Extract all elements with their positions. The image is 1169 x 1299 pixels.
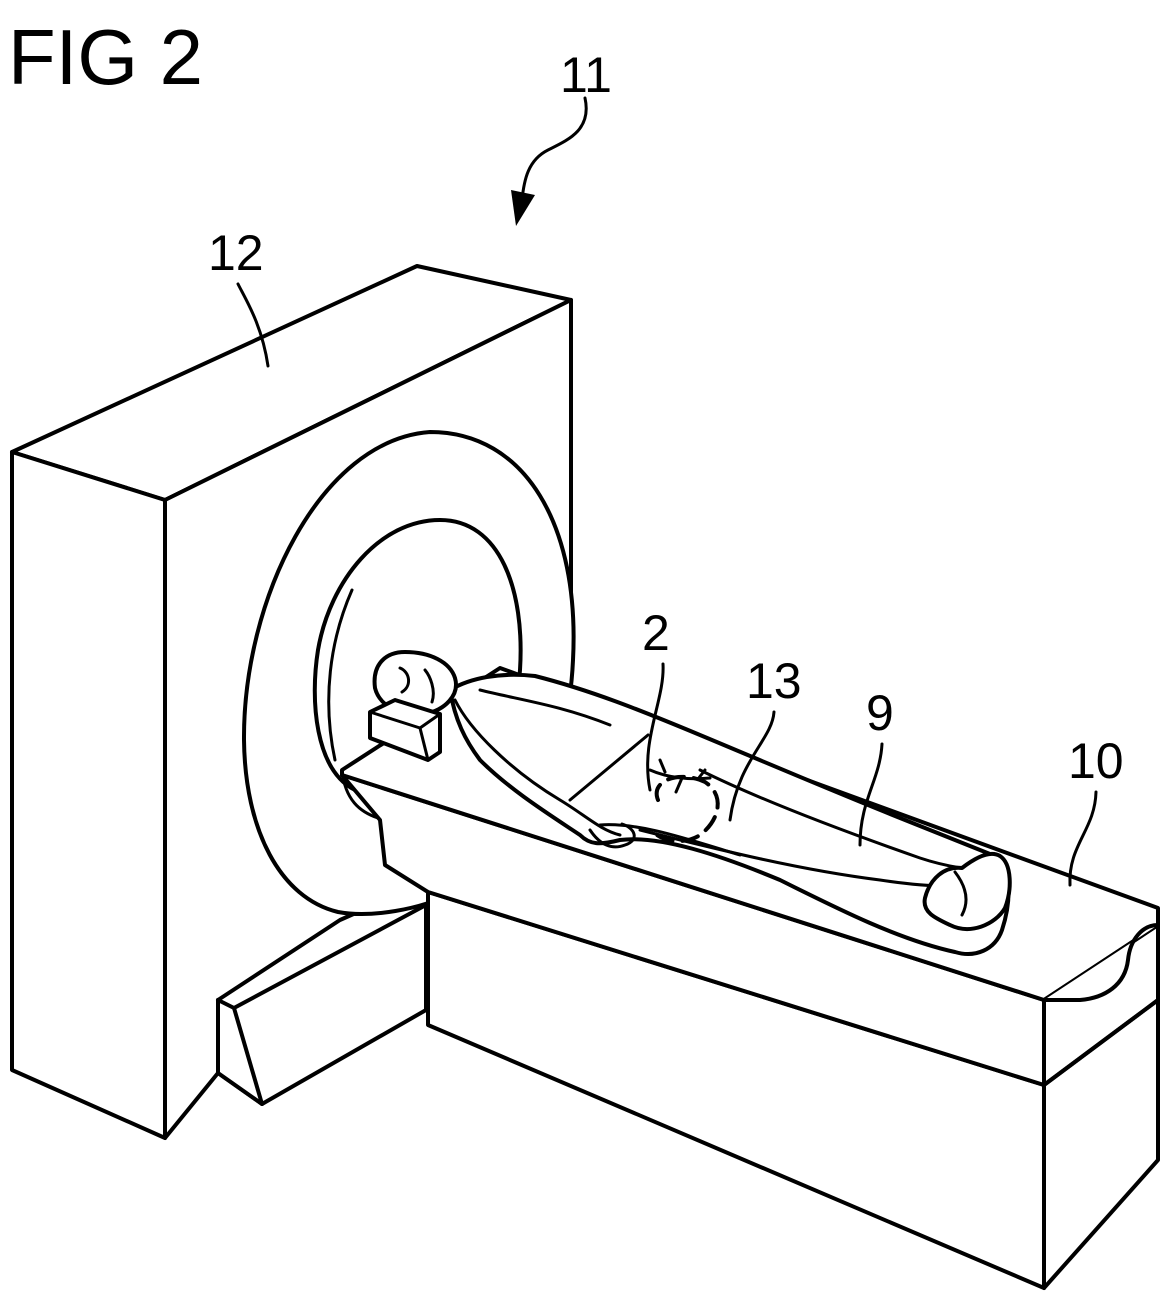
label-2: 2 (642, 605, 670, 661)
label-9: 9 (866, 685, 894, 741)
label-12: 12 (208, 225, 264, 281)
leader-10 (1070, 792, 1096, 885)
label-11: 11 (560, 47, 612, 103)
figure-title: FIG 2 (8, 13, 203, 101)
label-13: 13 (746, 653, 802, 709)
arrowhead-11 (511, 190, 535, 226)
leader-11 (522, 98, 586, 200)
label-10: 10 (1068, 733, 1124, 789)
